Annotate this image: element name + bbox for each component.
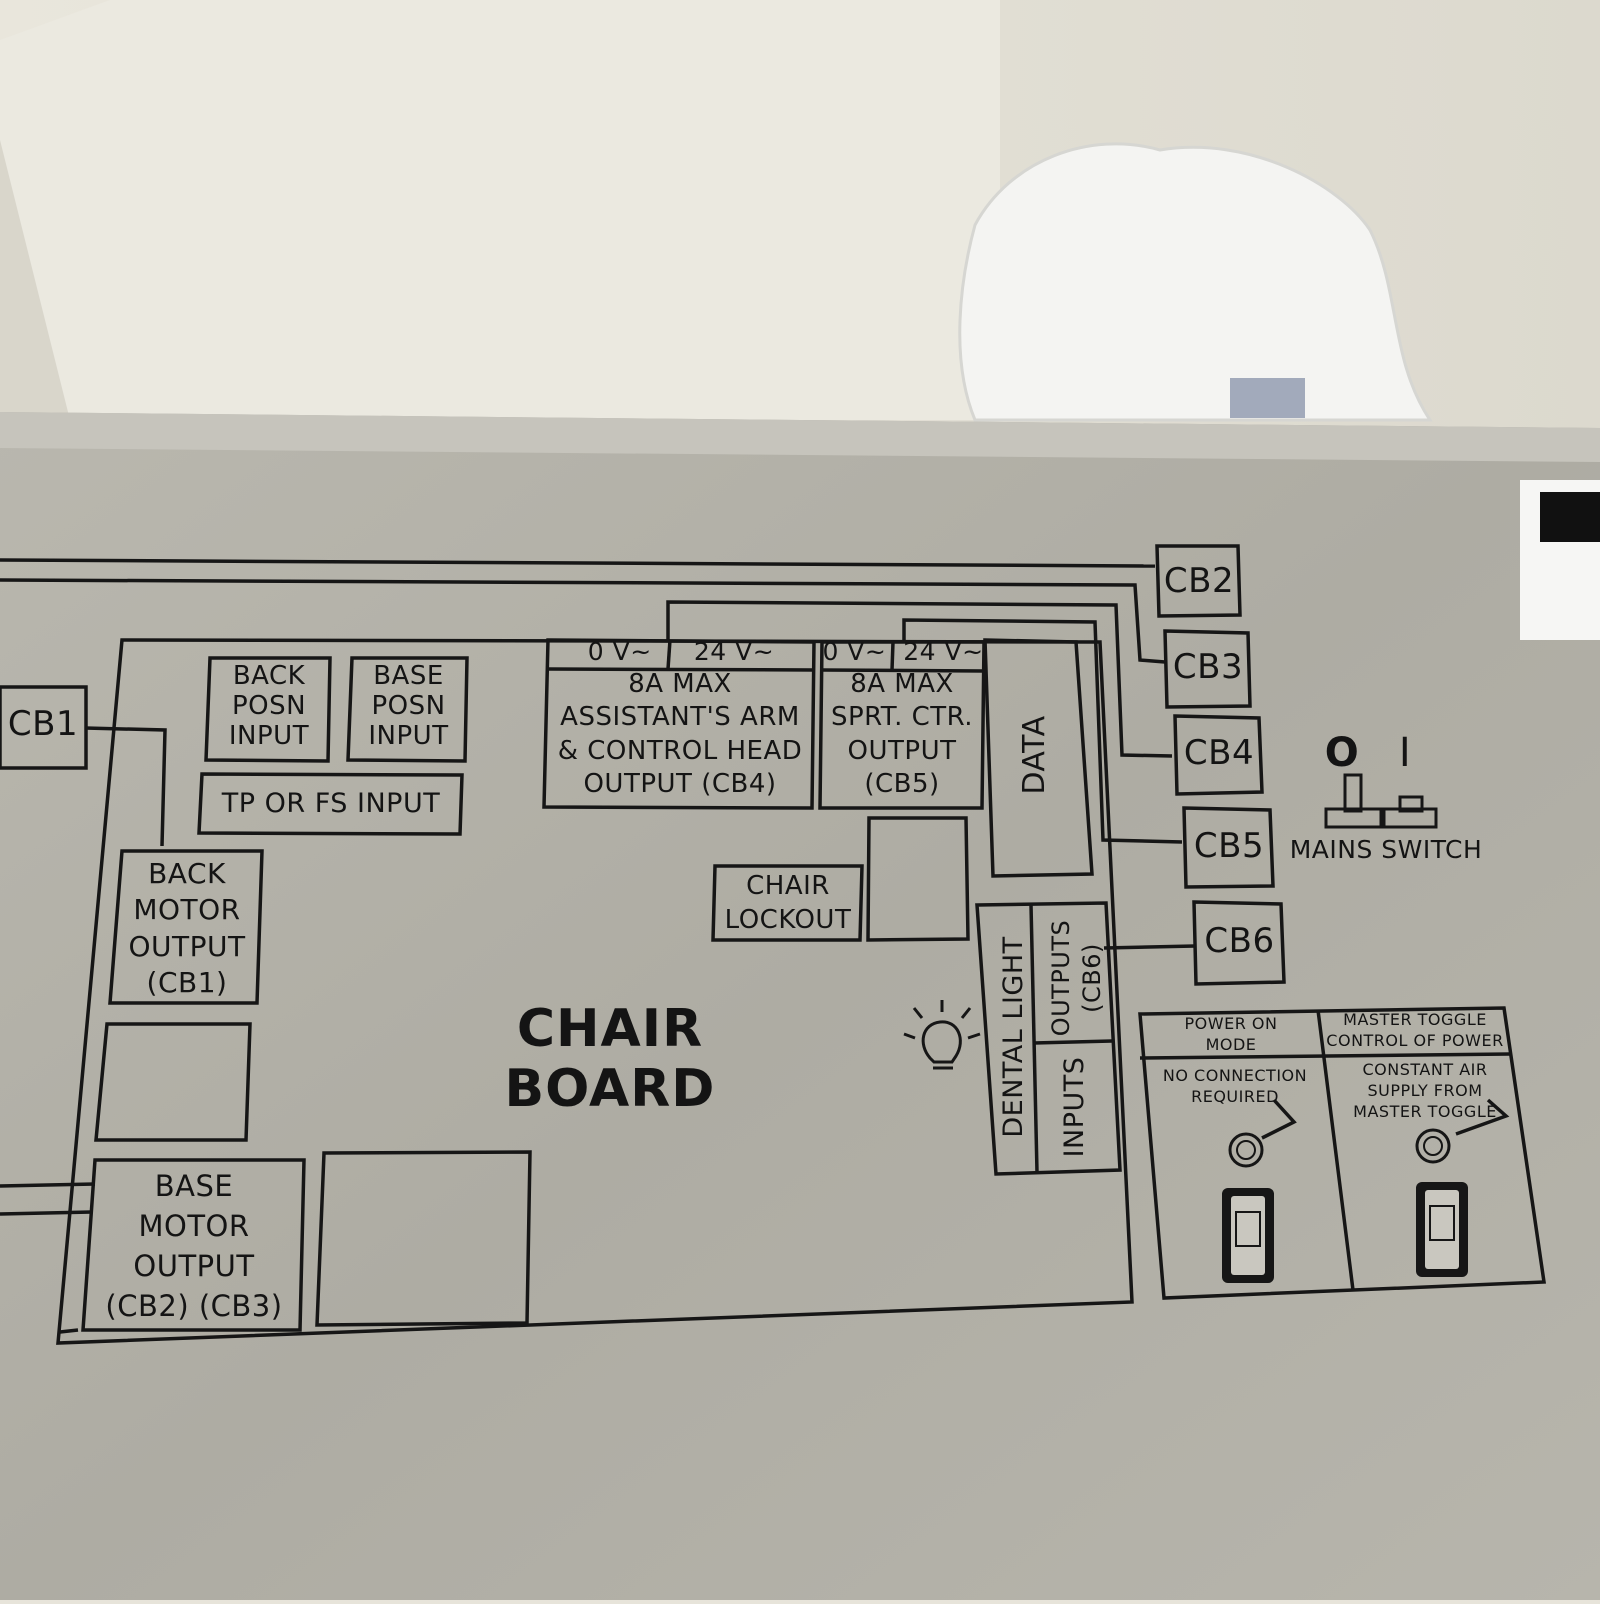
paper-sheet — [0, 0, 1000, 420]
cb1-label: CB1 — [7, 704, 79, 744]
master-toggle-rocker-switch-icon — [1416, 1182, 1468, 1277]
metal-plate — [0, 412, 1600, 1600]
cb3-label: CB3 — [1172, 647, 1244, 687]
cb2-label: CB2 — [1163, 561, 1235, 601]
cb4-label: CB4 — [1183, 733, 1255, 773]
outputs-cb6-label: OUTPUTS (CB6) — [1047, 919, 1107, 1037]
data-label: DATA — [1017, 715, 1052, 795]
plate-top-edge — [0, 412, 1600, 462]
master-toggle-indicator-icon — [1415, 1128, 1451, 1164]
chair-lockout-label: CHAIR LOCKOUT — [724, 871, 852, 935]
base-motor-output-label: BASE MOTOR OUTPUT (CB2) (CB3) — [105, 1169, 283, 1324]
constant-air-label: CONSTANT AIR SUPPLY FROM MASTER TOGGLE — [1353, 1060, 1497, 1121]
inputs-label: INPUTS — [1059, 1056, 1090, 1158]
sprt-ctr-voltage-header: 0 V~ 24 V~ — [822, 637, 984, 666]
assistant-arm-output-label: 8A MAX ASSISTANT'S ARM & CONTROL HEAD OU… — [557, 669, 803, 799]
paper-shadow — [0, 140, 70, 420]
assistant-arm-voltage-header: 0 V~ 24 V~ — [587, 637, 775, 666]
back-posn-input-label: BACK POSN INPUT — [228, 661, 310, 751]
power-on-indicator-icon — [1228, 1132, 1264, 1168]
cloth-tag-graphic — [1230, 378, 1305, 418]
master-toggle-label: MASTER TOGGLE CONTROL OF POWER — [1326, 1010, 1504, 1050]
side-sticker-logo — [1540, 492, 1600, 542]
base-posn-input-label: BASE POSN INPUT — [368, 661, 449, 751]
back-motor-output-label: BACK MOTOR OUTPUT (CB1) — [128, 857, 246, 1000]
wiring-lines — [0, 544, 1547, 1345]
mains-off-symbol: O — [1324, 730, 1360, 776]
cb6-label: CB6 — [1204, 921, 1275, 961]
power-on-rocker-switch-icon — [1222, 1188, 1274, 1283]
no-connection-required-label: NO CONNECTION REQUIRED — [1162, 1066, 1308, 1106]
dental-light-label: DENTAL LIGHT — [998, 936, 1029, 1138]
lightbulb-icon — [903, 1000, 981, 1070]
mains-on-symbol: I — [1398, 730, 1412, 776]
sprt-ctr-output-label: 8A MAX SPRT. CTR. OUTPUT (CB5) — [830, 669, 974, 799]
cloth-graphic — [958, 142, 1433, 422]
tp-fs-input-label: TP OR FS INPUT — [221, 788, 441, 819]
mains-switch-label: MAINS SWITCH — [1289, 835, 1483, 864]
board-title: CHAIR BOARD — [504, 999, 716, 1119]
power-on-mode-label: POWER ON MODE — [1184, 1014, 1278, 1054]
mains-switch-icon — [1324, 773, 1438, 829]
cb5-label: CB5 — [1193, 826, 1265, 866]
